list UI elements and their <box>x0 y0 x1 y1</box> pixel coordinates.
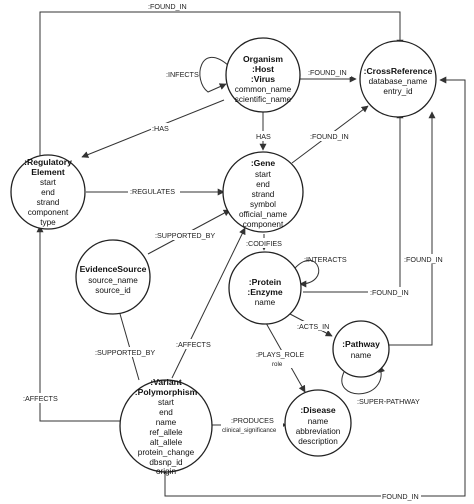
edge-infects <box>199 57 230 93</box>
edge-label-infects: :INFECTS <box>166 70 199 79</box>
svg-text:strand: strand <box>252 190 275 199</box>
svg-text::Polymorphism: :Polymorphism <box>135 387 198 397</box>
edge-label-affects-regulatory: :AFFECTS <box>23 394 58 403</box>
svg-text:source_name: source_name <box>88 276 138 285</box>
svg-text:official_name: official_name <box>239 210 288 219</box>
edge-label-acts-in: :ACTS_IN <box>297 322 329 331</box>
svg-text::Regulatory: :Regulatory <box>24 157 72 167</box>
svg-text:scientific_name: scientific_name <box>235 95 292 104</box>
svg-text:end: end <box>256 180 270 189</box>
edge-label-found-in-gene: :FOUND_IN <box>310 132 349 141</box>
edge-label-plays-role: :PLAYS_ROLE <box>256 350 304 359</box>
edge-found-in-bottom <box>164 76 466 497</box>
edge-interacts <box>294 260 320 288</box>
svg-text:common_name: common_name <box>235 85 292 94</box>
svg-text::Gene: :Gene <box>251 158 276 168</box>
svg-text:name: name <box>156 418 177 427</box>
svg-text:component: component <box>243 220 284 229</box>
svg-text::Virus: :Virus <box>251 74 275 84</box>
svg-text:name: name <box>351 351 372 360</box>
svg-text:entry_id: entry_id <box>383 87 413 96</box>
node-disease: :Disease name abbreviation description <box>284 389 352 457</box>
edge-label-found-in-protein: :FOUND_IN <box>370 288 409 297</box>
node-evidence-source: EvidenceSource source_name source_id <box>75 239 151 315</box>
node-protein-enzyme: :Protein :Enzyme name <box>228 251 302 325</box>
svg-text:source_id: source_id <box>95 286 131 295</box>
edge-label-super-pathway: :SUPER-PATHWAY <box>357 397 420 406</box>
svg-text::CrossReference: :CrossReference <box>364 66 433 76</box>
edge-sublabel-role: role <box>272 361 283 368</box>
node-gene: :Gene start end strand symbol official_n… <box>222 151 304 233</box>
edge-label-codifies: :CODIFIES <box>246 239 282 248</box>
svg-text::Enzyme: :Enzyme <box>247 287 283 297</box>
edge-affects-regulatory <box>36 225 125 422</box>
edge-label-found-in-top: :FOUND_IN <box>148 2 187 11</box>
svg-text:description: description <box>298 437 338 446</box>
svg-text:protein_change: protein_change <box>138 448 195 457</box>
node-regulatory-element: :Regulatory Element start end strand com… <box>10 154 86 230</box>
edge-super-pathway <box>341 365 386 395</box>
edge-label-supported-by-variant: :SUPPORTED_BY <box>95 348 155 357</box>
edge-label-found-in-right: :FOUND_IN <box>404 255 443 264</box>
svg-text:end: end <box>41 188 55 197</box>
svg-text:end: end <box>159 408 173 417</box>
svg-text::Variant: :Variant <box>150 377 182 387</box>
edge-label-supported-by-gene: :SUPPORTED_BY <box>155 231 215 240</box>
edge-label-affects-gene: :AFFECTS <box>176 340 211 349</box>
svg-text:name: name <box>255 298 276 307</box>
edge-label-has-regulatory: :HAS <box>152 124 169 133</box>
edge-label-interacts: :INTERACTS <box>304 255 347 264</box>
svg-text:symbol: symbol <box>250 200 276 209</box>
svg-text::Pathway: :Pathway <box>342 339 380 349</box>
svg-text:name: name <box>308 417 329 426</box>
edge-affects-gene <box>171 227 246 379</box>
edge-sublabel-clinical-significance: clinical_significance <box>222 427 277 434</box>
svg-text::Disease: :Disease <box>300 405 336 415</box>
svg-text:origin: origin <box>156 467 176 476</box>
node-crossreference: :CrossReference database_name entry_id <box>359 40 437 118</box>
svg-text:alt_allele: alt_allele <box>150 438 183 447</box>
node-pathway: :Pathway name <box>332 320 390 378</box>
svg-text:start: start <box>158 398 175 407</box>
svg-text:component: component <box>28 208 69 217</box>
svg-text:abbreviation: abbreviation <box>296 427 341 436</box>
svg-text:start: start <box>40 178 57 187</box>
node-variant-polymorphism: :Variant :Polymorphism start end name re… <box>119 377 213 476</box>
svg-text::Protein: :Protein <box>249 277 281 287</box>
edge-label-produces: :PRODUCES <box>231 416 274 425</box>
svg-text:strand: strand <box>37 198 60 207</box>
edge-label-found-in-organism: :FOUND_IN <box>308 68 347 77</box>
edge-label-found-in-bottom: FOUND_IN <box>382 492 419 501</box>
svg-text:Organism: Organism <box>243 54 283 64</box>
svg-text:type: type <box>40 218 56 227</box>
svg-text:start: start <box>255 170 272 179</box>
svg-text:database_name: database_name <box>369 77 428 86</box>
svg-text:ref_allele: ref_allele <box>149 428 183 437</box>
edge-label-regulates: :REGULATES <box>130 187 175 196</box>
svg-text:EvidenceSource: EvidenceSource <box>80 264 147 274</box>
edge-found-in-top <box>39 11 404 160</box>
edge-found-in-right <box>385 111 436 346</box>
edge-label-has-gene: HAS <box>256 132 271 141</box>
svg-text:dbsnp_id: dbsnp_id <box>149 458 183 467</box>
node-organism: Organism :Host :Virus common_name scient… <box>225 37 301 113</box>
svg-text:Element: Element <box>31 167 65 177</box>
svg-text::Host: :Host <box>252 64 274 74</box>
